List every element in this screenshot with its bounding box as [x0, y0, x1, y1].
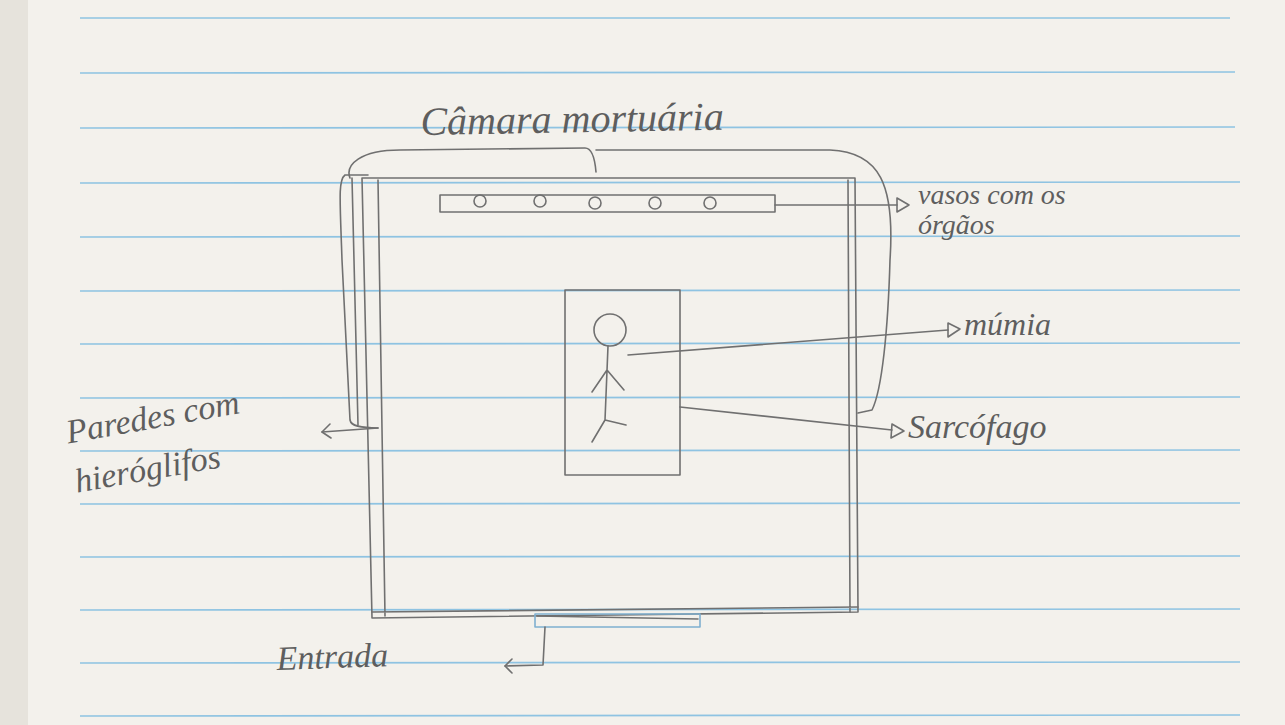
ruled-line — [80, 715, 1240, 716]
paper-edge — [0, 0, 28, 725]
arrow-head — [505, 659, 512, 673]
title: Câmara mortuária — [420, 93, 724, 145]
entrance-line — [537, 616, 698, 619]
leader-line — [322, 428, 378, 432]
arrow-head — [322, 424, 331, 438]
arrow-head — [891, 424, 904, 438]
ruled-line — [80, 72, 1235, 73]
vase-shelf — [440, 195, 775, 212]
sarcophagus-box — [565, 290, 680, 475]
entrance — [535, 614, 700, 627]
ruled-line — [80, 662, 1240, 663]
vase — [589, 197, 601, 209]
callout-label: Entrada — [276, 636, 389, 678]
arrow-head — [897, 198, 909, 212]
ruled-line — [80, 236, 1240, 237]
chamber-inner-wall — [372, 180, 858, 616]
leader-line — [775, 204, 897, 206]
ruled-line — [80, 17, 1230, 19]
vase — [474, 195, 486, 207]
ruled-line — [80, 450, 1240, 451]
ruled-lines — [80, 18, 1240, 716]
ruled-line — [80, 343, 1240, 344]
ruled-line — [80, 503, 1240, 504]
callout-label: múmia — [964, 306, 1051, 342]
wall-bracket — [340, 175, 378, 428]
arrow-head — [948, 323, 960, 337]
mummy-head — [594, 314, 626, 346]
mummy-figure — [592, 346, 626, 442]
ruled-line — [80, 556, 1240, 557]
ruled-line — [80, 397, 1240, 398]
pencil-drawing — [322, 148, 960, 673]
ruled-line — [80, 182, 1240, 183]
callout-label: vasos com os órgãos — [918, 180, 1118, 240]
chamber-wall — [362, 178, 858, 618]
vase — [649, 197, 661, 209]
callout-label: Paredes com hieróglifos — [62, 377, 257, 507]
vase — [534, 195, 546, 207]
callout-label: Sarcófago — [908, 408, 1047, 446]
leader-line — [680, 407, 892, 430]
outer-outline — [349, 148, 891, 413]
leader-line — [628, 330, 948, 355]
vase — [704, 197, 716, 209]
